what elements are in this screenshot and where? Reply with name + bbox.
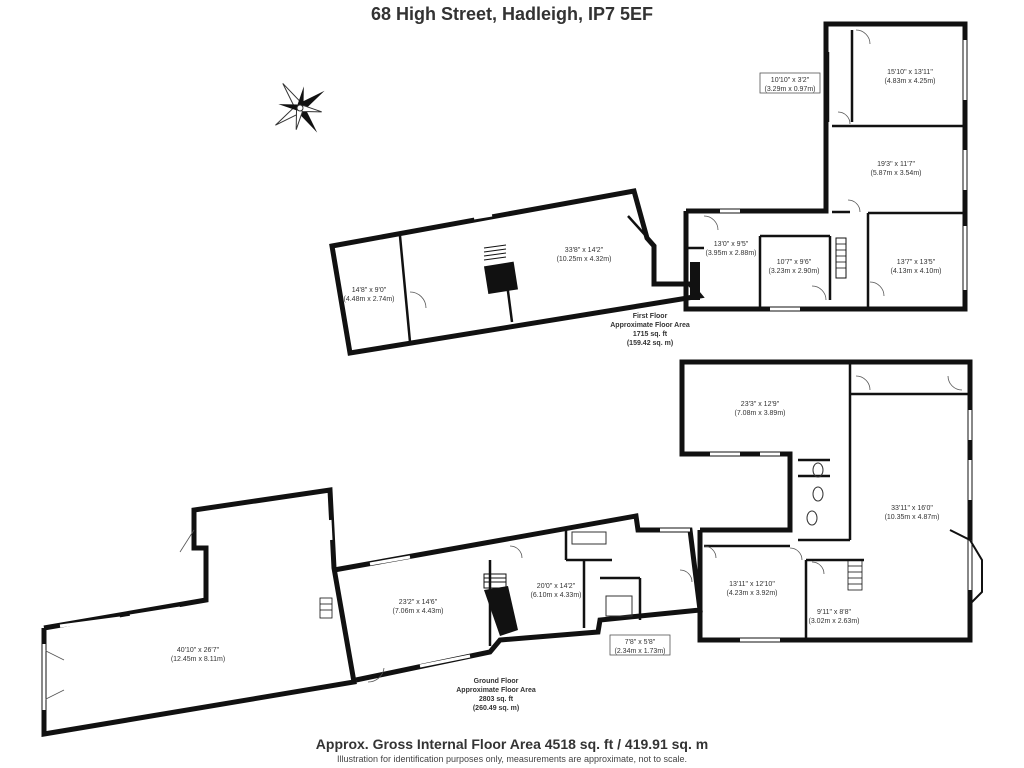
room-label-barn-ground: 40'10" x 26'7" (12.45m x 8.11m): [171, 647, 225, 663]
ground-floor-walls: [41, 359, 973, 737]
room-label-landing-first-line-0: 13'0" x 9'5": [714, 241, 749, 248]
room-label-bed-a-first-line-0: 10'7" x 9'6": [777, 259, 812, 266]
plan-title: 68 High Street, Hadleigh, IP7 5EF: [370, 4, 654, 24]
bay-window: [949, 529, 983, 605]
ground-floor-fixtures: [571, 462, 824, 617]
room-label-landing-first-line-1: (3.95m x 2.88m): [706, 250, 757, 257]
room-label-study-ground-line-0: 9'11" x 8'8": [817, 609, 851, 616]
room-label-dining-ground-line-1: (4.23m x 3.92m): [727, 590, 778, 597]
room-label-bed-d-first-line-1: (4.83m x 4.25m): [885, 78, 936, 85]
room-label-bed-c-first: 19'3" x 11'7" (5.87m x 3.54m): [871, 161, 922, 177]
room-label-lounge-ground: 23'2" x 14'6" (7.06m x 4.43m): [393, 599, 444, 615]
room-label-dining-ground-line-0: 13'11" x 12'10": [729, 581, 775, 588]
first-floor-area-line-0: First Floor: [633, 313, 668, 320]
first-floor-inner-walls: [398, 30, 965, 343]
room-label-living-ground-line-0: 33'11" x 16'0": [891, 505, 933, 512]
first-floor-staircase: [483, 237, 847, 300]
room-label-lounge-ground-line-0: 23'2" x 14'6": [399, 599, 438, 606]
room-label-barn-small-first-line-1: (4.48m x 2.74m): [344, 296, 395, 303]
first-floor-doors: [409, 29, 885, 309]
room-label-barn-small-first: 14'8" x 9'0" (4.48m x 2.74m): [344, 287, 395, 303]
first-floor-barn-wing: [329, 188, 705, 356]
ground-floor-area-line-1: Approximate Floor Area: [456, 687, 536, 694]
room-label-garage-ground-line-0: 23'3" x 12'9": [741, 401, 780, 408]
room-label-dining-ground: 13'11" x 12'10" (4.23m x 3.92m): [727, 581, 778, 597]
ground-floor-east-wing: [679, 359, 973, 643]
room-label-living-ground-line-1: (10.35m x 4.87m): [885, 514, 940, 521]
room-label-barn-ground-line-0: 40'10" x 26'7": [177, 647, 220, 654]
room-label-bed-c-first-line-1: (5.87m x 3.54m): [871, 170, 922, 177]
ground-floor-staircase: [319, 559, 863, 636]
ground-floor-area-line-0: Ground Floor: [474, 678, 519, 685]
first-floor-walls: [329, 21, 968, 356]
room-label-closet-first-line-0: 10'10" x 3'2": [771, 77, 810, 84]
ground-floor-windows: [42, 410, 972, 710]
room-label-barn-ground-line-1: (12.45m x 8.11m): [171, 656, 225, 663]
compass-rose-icon: [275, 83, 325, 133]
first-floor-area-line-3: (159.42 sq. m): [627, 340, 673, 347]
gross-floor-area: Approx. Gross Internal Floor Area 4518 s…: [315, 736, 709, 752]
room-label-bed-b-first-line-0: 13'7" x 13'5": [897, 259, 936, 266]
room-label-lounge-ground-line-1: (7.06m x 4.43m): [393, 608, 444, 615]
room-label-study-ground-line-1: (3.02m x 2.63m): [809, 618, 860, 625]
room-label-bed-b-first: 13'7" x 13'5" (4.13m x 4.10m): [891, 259, 942, 275]
ground-floor-area-line-3: (260.49 sq. m): [473, 705, 519, 712]
room-label-barn-large-first: 33'8" x 14'2" (10.25m x 4.32m): [557, 247, 612, 263]
room-label-bed-a-first: 10'7" x 9'6" (3.23m x 2.90m): [769, 259, 820, 275]
room-label-kitchen-ground-line-1: (6.10m x 4.33m): [531, 592, 582, 599]
room-label-kitchen-ground-line-0: 20'0" x 14'2": [537, 583, 576, 590]
room-label-bed-d-first: 15'10" x 13'11" (4.83m x 4.25m): [885, 69, 936, 85]
room-label-barn-small-first-line-0: 14'8" x 9'0": [352, 287, 387, 294]
room-label-store-ground-box: [609, 634, 671, 656]
room-label-study-ground: 9'11" x 8'8" (3.02m x 2.63m): [809, 609, 860, 625]
room-label-bed-a-first-line-1: (3.23m x 2.90m): [769, 268, 820, 275]
room-label-garage-ground-line-1: (7.08m x 3.89m): [735, 410, 786, 417]
room-label-bed-c-first-line-0: 19'3" x 11'7": [877, 161, 915, 168]
room-label-barn-large-first-line-1: (10.25m x 4.32m): [557, 256, 612, 263]
first-floor-area-line-2: 1715 sq. ft: [633, 331, 668, 338]
room-label-store-ground-line-0: 7'8" x 5'8": [625, 639, 656, 646]
room-label-closet-first: 10'10" x 3'2" (3.29m x 0.97m): [759, 72, 821, 94]
room-label-landing-first: 13'0" x 9'5" (3.95m x 2.88m): [706, 241, 757, 257]
room-label-closet-first-box: [759, 72, 821, 94]
room-labels: 14'8" x 9'0" (4.48m x 2.74m) 33'8" x 14'2"…: [171, 69, 942, 663]
room-label-kitchen-ground: 20'0" x 14'2" (6.10m x 4.33m): [531, 583, 582, 599]
ground-floor-doors: [43, 375, 963, 701]
room-label-garage-ground: 23'3" x 12'9" (7.08m x 3.89m): [735, 401, 786, 417]
room-label-barn-large-first-line-0: 33'8" x 14'2": [565, 247, 604, 254]
ground-floor-area-line-2: 2803 sq. ft: [479, 696, 514, 703]
ground-floor-mid-wing: [333, 513, 703, 683]
room-label-store-ground: 7'8" x 5'8" (2.34m x 1.73m): [609, 634, 671, 656]
room-label-closet-first-line-1: (3.29m x 0.97m): [765, 86, 816, 93]
first-floor-area-line-1: Approximate Floor Area: [610, 322, 690, 329]
first-floor-windows: [473, 40, 967, 311]
ground-floor-inner-walls: [488, 362, 970, 646]
room-label-living-ground: 33'11" x 16'0" (10.35m x 4.87m): [885, 505, 940, 521]
ground-floor-barn-wing: [41, 487, 357, 737]
room-label-store-ground-line-1: (2.34m x 1.73m): [615, 648, 666, 655]
first-floor-house-wing: [683, 21, 968, 312]
room-label-bed-b-first-line-1: (4.13m x 4.10m): [891, 268, 942, 275]
disclaimer-text: Illustration for identification purposes…: [336, 754, 687, 764]
room-label-bed-d-first-line-0: 15'10" x 13'11": [887, 69, 933, 76]
